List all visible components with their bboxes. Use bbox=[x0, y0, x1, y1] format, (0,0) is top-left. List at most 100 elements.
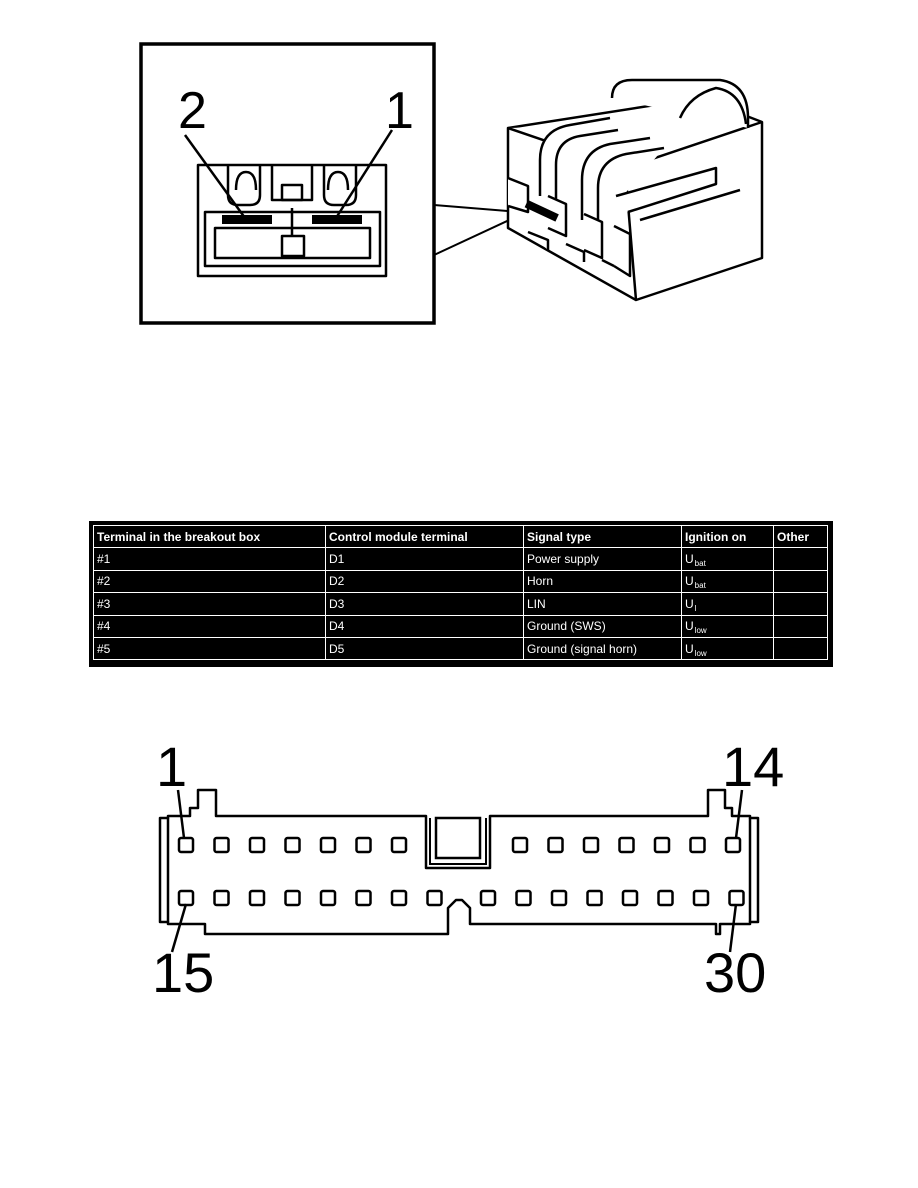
connector-illustration: 2 1 bbox=[139, 42, 764, 325]
pin-cavity bbox=[319, 889, 337, 907]
pin-cavity bbox=[621, 889, 639, 907]
pin-label-14: 14 bbox=[722, 735, 784, 798]
pin-cavity bbox=[618, 836, 635, 854]
pin-cavity bbox=[586, 889, 603, 907]
pin-cavity bbox=[547, 836, 564, 854]
contact-bar-2 bbox=[222, 215, 272, 224]
connector-3d-view bbox=[506, 78, 764, 302]
pin-cavity bbox=[390, 836, 408, 854]
terminal-table: Terminal in the breakout box Control mod… bbox=[93, 524, 828, 661]
connector-3d-contacts bbox=[524, 200, 559, 222]
pin-cavity bbox=[355, 836, 372, 854]
header-signal-type: Signal type bbox=[523, 524, 682, 549]
pin-15-leader bbox=[170, 903, 188, 953]
cell-module: D4 bbox=[325, 614, 524, 638]
cell-terminal: #4 bbox=[93, 614, 326, 638]
pin-cavity bbox=[213, 836, 230, 854]
ignition-symbol: U bbox=[685, 574, 694, 589]
pin-1-leader bbox=[334, 129, 394, 219]
pin-cavity bbox=[426, 889, 443, 907]
pin-cavity bbox=[657, 889, 674, 907]
pin-cavities bbox=[177, 836, 745, 907]
pin-cavity bbox=[355, 889, 372, 907]
terminal-table-frame: Terminal in the breakout box Control mod… bbox=[89, 521, 833, 667]
ignition-subscript: bat bbox=[694, 581, 706, 591]
header-other: Other bbox=[773, 524, 828, 549]
table-row: #4 D4 Ground (SWS) Ulow bbox=[93, 614, 828, 638]
pin-cavity bbox=[177, 836, 195, 854]
table-row: #3 D3 LIN Ul bbox=[93, 592, 828, 616]
cell-ignition: Ulow bbox=[681, 614, 774, 638]
cell-signal: Power supply bbox=[523, 547, 682, 571]
pin-cavity bbox=[653, 836, 671, 854]
pin-2-leader bbox=[183, 134, 247, 219]
header-module-terminal: Control module terminal bbox=[325, 524, 524, 549]
callout-leader-upper bbox=[433, 204, 521, 213]
cell-terminal: #1 bbox=[93, 547, 326, 571]
pin-cavity bbox=[390, 889, 408, 907]
pin-cavity bbox=[511, 836, 529, 854]
table-row: #5 D5 Ground (signal horn) Ulow bbox=[93, 636, 828, 661]
cell-module: D1 bbox=[325, 547, 524, 571]
ignition-subscript: l bbox=[694, 603, 697, 613]
pin-cavity bbox=[284, 889, 301, 907]
cell-module: D5 bbox=[325, 636, 524, 661]
pin-cavity bbox=[689, 836, 706, 854]
ignition-symbol: U bbox=[685, 596, 694, 611]
cell-signal: LIN bbox=[523, 592, 682, 616]
cell-ignition: Ul bbox=[681, 592, 774, 616]
cell-other bbox=[773, 569, 828, 594]
cell-other bbox=[773, 547, 828, 571]
pin-cavity bbox=[692, 889, 710, 907]
cell-ignition: Ulow bbox=[681, 636, 774, 661]
connector-housing bbox=[158, 788, 760, 936]
cell-terminal: #3 bbox=[93, 592, 326, 616]
cell-other bbox=[773, 614, 828, 638]
cell-ignition: Ubat bbox=[681, 569, 774, 594]
callout-leader-lower bbox=[433, 214, 521, 256]
ignition-symbol: U bbox=[685, 552, 694, 567]
cell-module: D3 bbox=[325, 592, 524, 616]
pin-label-30: 30 bbox=[704, 941, 766, 1004]
pin-label-2: 2 bbox=[178, 82, 207, 140]
cell-other bbox=[773, 592, 828, 616]
ignition-symbol: U bbox=[685, 641, 694, 656]
pin-label-15: 15 bbox=[152, 941, 214, 1004]
cell-module: D2 bbox=[325, 569, 524, 594]
header-terminal: Terminal in the breakout box bbox=[93, 524, 326, 549]
pin-cavity bbox=[319, 836, 337, 854]
ignition-subscript: low bbox=[694, 626, 707, 636]
pin-label-1: 1 bbox=[385, 82, 414, 140]
cell-signal: Ground (SWS) bbox=[523, 614, 682, 638]
pin-cavity bbox=[177, 889, 195, 907]
pin-cavity bbox=[479, 889, 497, 907]
pin-cavity bbox=[728, 889, 745, 907]
cell-signal: Horn bbox=[523, 569, 682, 594]
header-ignition-on: Ignition on bbox=[681, 524, 774, 549]
pin-30-leader bbox=[728, 903, 738, 953]
pin-cavity bbox=[284, 836, 301, 854]
cell-ignition: Ubat bbox=[681, 547, 774, 571]
ignition-subscript: bat bbox=[694, 559, 706, 569]
pin-cavity bbox=[213, 889, 230, 907]
pin-1-leader bbox=[176, 789, 186, 839]
pin-cavity bbox=[515, 889, 532, 907]
pin-cavity bbox=[248, 889, 266, 907]
table-row: #1 D1 Power supply Ubat bbox=[93, 547, 828, 571]
cell-other bbox=[773, 636, 828, 661]
connector-front-view bbox=[196, 163, 388, 278]
ignition-symbol: U bbox=[685, 619, 694, 634]
table-row: #2 D2 Horn Ubat bbox=[93, 569, 828, 594]
pin-cavity bbox=[550, 889, 568, 907]
pin-cavity bbox=[724, 836, 742, 854]
pin-14-leader bbox=[734, 789, 744, 839]
cell-terminal: #2 bbox=[93, 569, 326, 594]
contact-bar-1 bbox=[312, 215, 362, 224]
cell-signal: Ground (signal horn) bbox=[523, 636, 682, 661]
pin-cavity bbox=[248, 836, 266, 854]
pin-label-1: 1 bbox=[156, 735, 187, 798]
center-key bbox=[434, 816, 482, 860]
cell-terminal: #5 bbox=[93, 636, 326, 661]
pin-cavity bbox=[582, 836, 600, 854]
pinout-diagram: 1 14 15 30 bbox=[152, 735, 784, 1004]
